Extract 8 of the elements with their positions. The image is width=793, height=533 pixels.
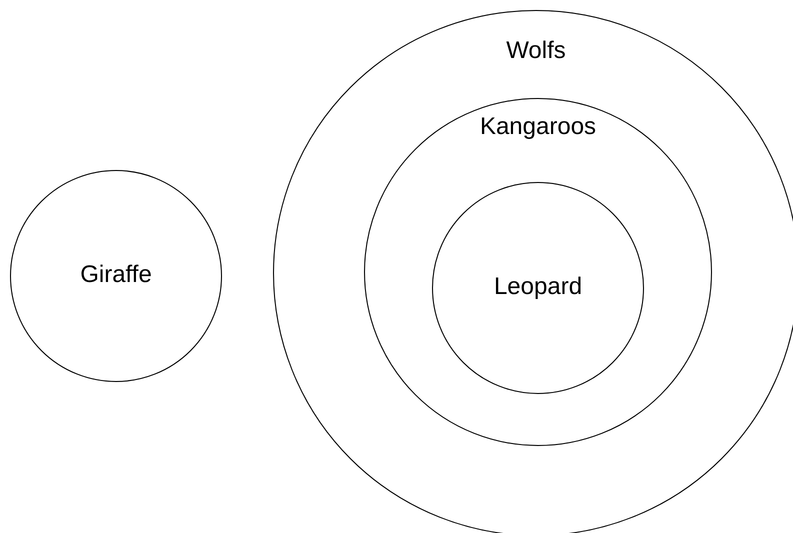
set-circle	[364, 98, 712, 446]
set-circle	[273, 10, 793, 533]
set-circle	[10, 170, 222, 382]
set-label: Wolfs	[506, 37, 566, 65]
set-label: Leopard	[494, 273, 582, 301]
set-label: Kangaroos	[480, 113, 596, 141]
set-circle	[432, 182, 644, 394]
set-label: Giraffe	[80, 261, 152, 289]
